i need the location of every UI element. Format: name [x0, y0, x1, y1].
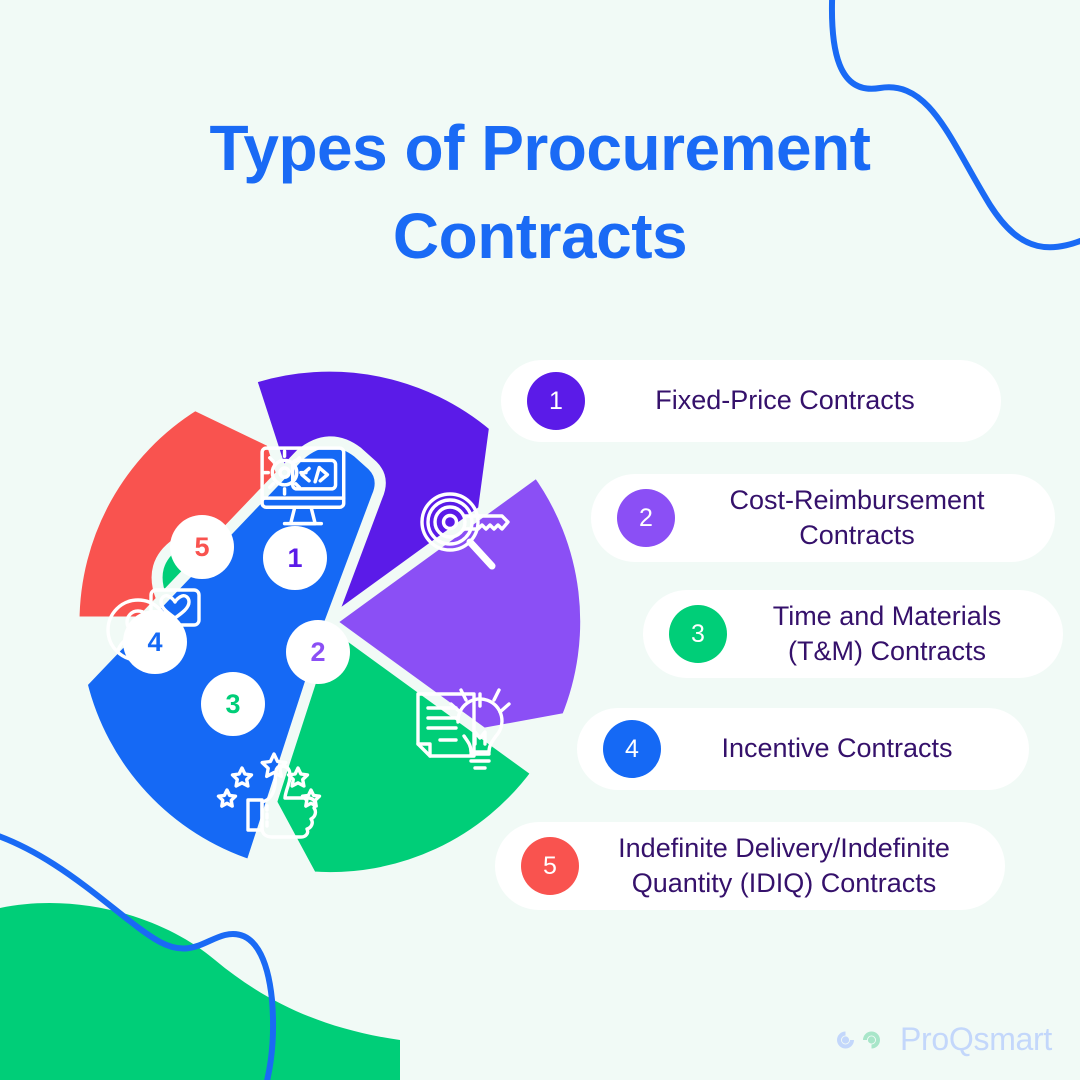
green-blob-decor	[0, 903, 400, 1080]
brand-logo[interactable]: ProQsmart	[837, 1021, 1052, 1058]
legend-badge-1: 1	[527, 372, 585, 430]
legend-badge-4-number: 4	[625, 734, 639, 763]
wheel-center-number-2-value: 2	[310, 636, 326, 667]
legend-label-2: Cost-Reimbursement Contracts	[729, 484, 985, 550]
wheel-center-number-3-value: 3	[225, 688, 241, 719]
wheel-center-number-2[interactable]: 2	[286, 620, 350, 684]
page-title: Types of Procurement Contracts	[0, 104, 1080, 281]
legend-badge-5-number: 5	[543, 851, 557, 880]
legend-badge-3-number: 3	[691, 619, 705, 648]
wheel-center-number-5[interactable]: 5	[170, 515, 234, 579]
legend-badge-2-number: 2	[639, 503, 653, 532]
wheel-center-number-4[interactable]: 4	[123, 610, 187, 674]
legend-item-4[interactable]: 4 Incentive Contracts	[577, 708, 1029, 790]
legend-badge-2: 2	[617, 489, 675, 547]
wheel-center-number-5-value: 5	[194, 531, 210, 562]
wheel-center-number-1-value: 1	[287, 542, 303, 573]
procurement-wheel-diagram: 1 2 3 4 5	[60, 352, 600, 892]
key-search-icon	[420, 492, 510, 570]
legend-item-5[interactable]: 5 Indefinite Delivery/Indefinite Quantit…	[495, 822, 1005, 910]
legend-badge-5: 5	[521, 837, 579, 895]
page-title-line-2: Contracts	[392, 200, 688, 273]
wheel-center-number-3[interactable]: 3	[201, 672, 265, 736]
proqsmart-mark-icon	[837, 1031, 880, 1048]
legend-label-4: Incentive Contracts	[721, 733, 953, 764]
wheel-center-number-4-value: 4	[147, 626, 163, 657]
legend-item-3[interactable]: 3 Time and Materials (T&M) Contracts	[643, 590, 1063, 678]
legend-badge-4: 4	[603, 720, 661, 778]
page-title-line-1: Types of Procurement	[209, 112, 871, 184]
monitor-code-icon	[260, 446, 346, 526]
legend-label-5: Indefinite Delivery/Indefinite Quantity …	[618, 832, 950, 898]
legend-badge-1-number: 1	[549, 386, 563, 415]
legend-item-2[interactable]: 2 Cost-Reimbursement Contracts	[591, 474, 1055, 562]
thumbs-up-stars-icon	[216, 752, 322, 839]
wheel-center-number-1[interactable]: 1	[263, 526, 327, 590]
document-lightbulb-icon	[416, 688, 511, 770]
brand-name: ProQsmart	[900, 1021, 1052, 1057]
legend-item-1[interactable]: 1 Fixed-Price Contracts	[501, 360, 1001, 442]
legend-label-3: Time and Materials (T&M) Contracts	[772, 600, 1002, 666]
legend-label-1: Fixed-Price Contracts	[655, 385, 915, 416]
legend-badge-3: 3	[669, 605, 727, 663]
